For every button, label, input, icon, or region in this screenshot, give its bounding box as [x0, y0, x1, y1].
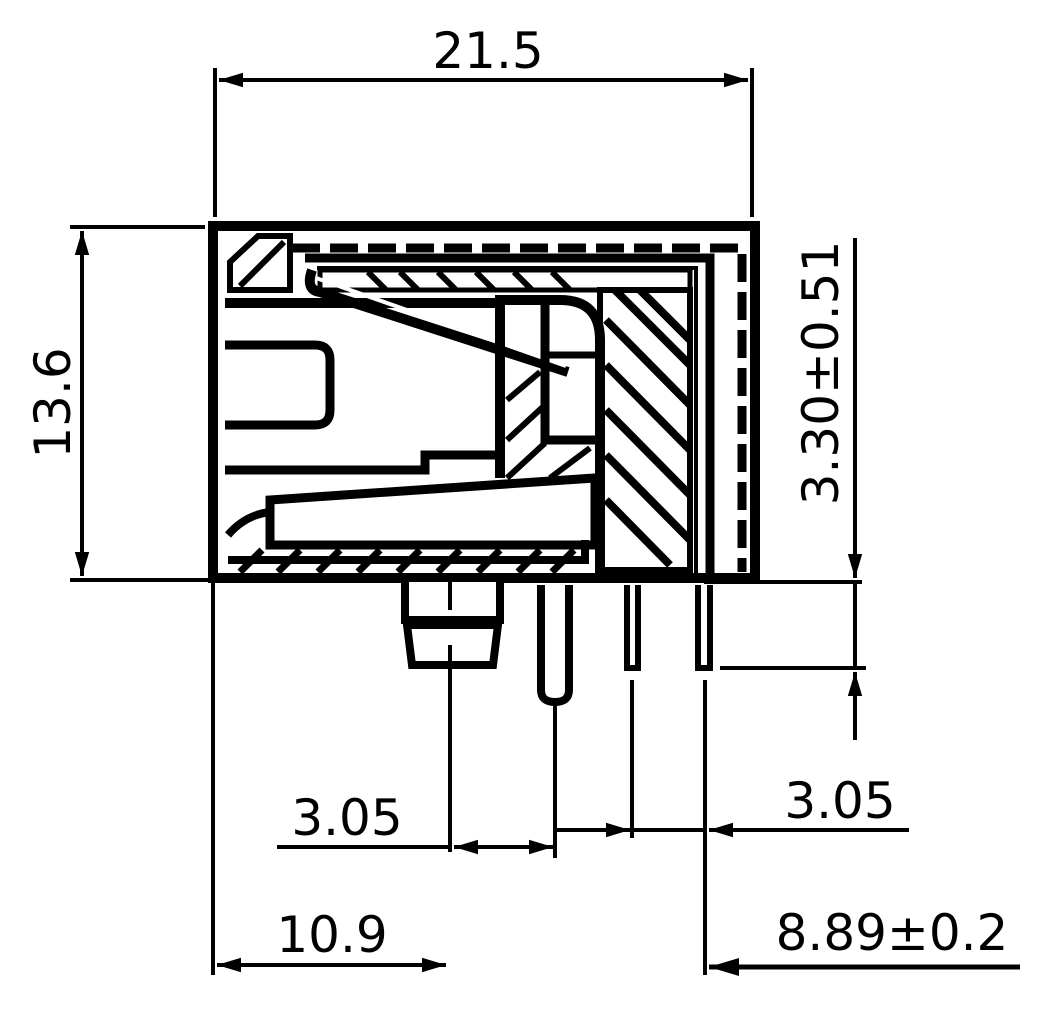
label-pin-offset: 8.89±0.2	[776, 904, 1009, 962]
label-overall-width: 21.5	[432, 22, 543, 80]
solder-pin-2	[624, 585, 641, 671]
mounting-peg	[401, 574, 504, 624]
solder-pin-3	[695, 585, 713, 671]
dim-overall-height: 13.6	[24, 225, 222, 582]
dim-pin-pitch-right: 3.05	[557, 772, 909, 838]
dim-overall-width: 21.5	[213, 22, 754, 217]
dim-edge-to-peg: 10.9	[217, 906, 446, 973]
pins	[211, 574, 862, 975]
label-edge-to-peg: 10.9	[276, 906, 387, 964]
label-overall-height: 13.6	[24, 347, 82, 458]
dim-pin-offset: 8.89±0.2	[709, 904, 1020, 976]
connector-body	[208, 221, 760, 583]
label-pin-pitch-left: 3.05	[291, 789, 402, 847]
label-pin-pitch-right: 3.05	[784, 772, 895, 830]
dim-pin-length: 3.30±0.51	[720, 238, 866, 740]
label-pin-length: 3.30±0.51	[792, 241, 850, 506]
dim-pin-pitch-left: 3.05	[277, 789, 553, 855]
solder-pin-1	[537, 585, 573, 707]
